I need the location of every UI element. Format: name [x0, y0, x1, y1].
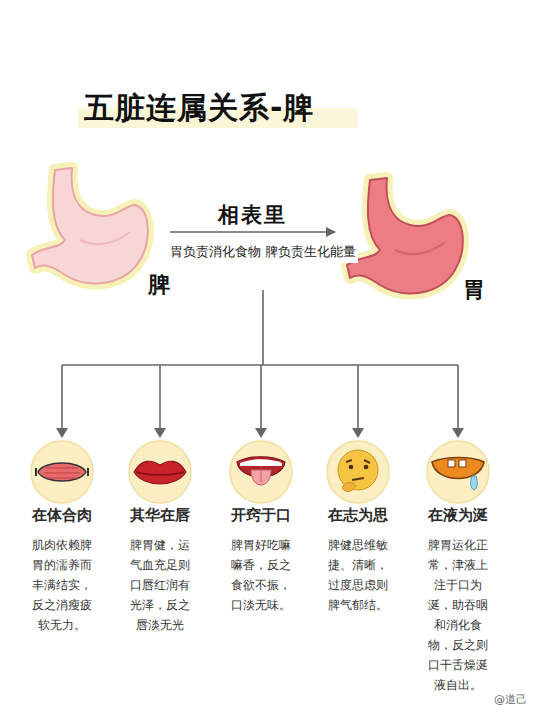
organ-label: 脾: [148, 270, 170, 300]
drool-mouth-icon: [471, 476, 478, 490]
spleen-figure: [80, 232, 130, 244]
branch-heads: [452, 428, 464, 438]
branch-tree: [61, 365, 63, 430]
card-heading: 在体合肉: [24, 506, 100, 525]
thinking-face-icon: [346, 460, 370, 463]
tongue-icon: [251, 470, 271, 485]
thinking-face-icon: [349, 465, 354, 470]
muscle-icon: [44, 468, 80, 478]
lips-icon: [134, 461, 186, 484]
stomach-figure: [347, 178, 463, 293]
watermark: @道己: [494, 692, 527, 707]
branch-tree: [159, 365, 161, 430]
branch-heads: [56, 428, 68, 438]
attribute-card: 开窍于口脾胃好吃嘛嘛香，反之食欲不振，口淡无味。: [217, 440, 305, 619]
branch-tree: [262, 290, 264, 365]
attribute-card: 其华在唇脾胃健，运气血充足则口唇红润有光泽，反之唇淡无光: [116, 440, 204, 639]
icon-circles: [427, 441, 489, 503]
icon-circles: [31, 441, 489, 503]
card-heading: 开窍于口: [223, 506, 299, 525]
organ-node: 胃: [335, 165, 485, 305]
icon-circles: [327, 441, 389, 503]
connector-arrow: [170, 231, 335, 233]
lips-icon: [134, 461, 186, 484]
card-heading: 其华在唇: [122, 506, 198, 525]
card-body: 脾胃运化正常，津液上注于口为涎，助吞咽和消化食物，反之则口干舌燥涎液自出。: [420, 535, 496, 695]
card-heading: 在志为思: [320, 506, 396, 525]
drool-mouth-icon: [432, 458, 484, 491]
spleen-figure: [32, 168, 148, 283]
tongue-icon: [240, 459, 282, 466]
drool-mouth-icon: [448, 460, 455, 467]
muscle-icon: [36, 468, 88, 476]
thinking-face-icon: [342, 483, 356, 492]
card-body: 脾胃好吃嘛嘛香，反之食欲不振，口淡无味。: [223, 535, 299, 615]
branch-heads: [56, 428, 464, 438]
stomach-figure: [347, 178, 463, 293]
attribute-card: 在液为涎脾胃运化正常，津液上注于口为涎，助吞咽和消化食物，反之则口干舌燥涎液自出…: [414, 440, 502, 699]
description-note: 胃负责消化食物 脾负责生化能量: [168, 240, 358, 263]
branch-heads: [352, 428, 364, 438]
muscle-icon: [38, 463, 86, 481]
edge-label: 相表里: [214, 201, 291, 229]
branch-heads: [255, 428, 267, 438]
branch-heads: [154, 428, 166, 438]
attribute-card: 在体合肉肌肉依赖脾胃的濡养而丰满结实，反之消瘦疲软无力。: [18, 440, 106, 639]
stomach-figure: [395, 242, 445, 254]
thinking-face-icon: [338, 450, 378, 492]
tongue-icon: [261, 471, 262, 482]
card-body: 肌肉依赖脾胃的濡养而丰满结实，反之消瘦疲软无力。: [24, 535, 100, 635]
card-heading: 在液为涎: [420, 506, 496, 525]
thinking-face-icon: [338, 450, 378, 490]
icon-circles: [31, 441, 93, 503]
branch-tree: [457, 365, 459, 430]
thinking-face-icon: [352, 478, 364, 480]
branch-tree: [62, 364, 458, 366]
attribute-card: 在志为思脾健思维敏捷、清晰，过度思虑则脾气郁结。: [314, 440, 402, 619]
branch-tree: [62, 290, 458, 430]
card-body: 脾胃健，运气血充足则口唇红润有光泽，反之唇淡无光: [122, 535, 198, 635]
organ-label: 胃: [463, 275, 485, 305]
card-body: 脾健思维敏捷、清晰，过度思虑则脾气郁结。: [320, 535, 396, 615]
thinking-face-icon: [364, 465, 369, 470]
stomach-figure: [347, 178, 463, 293]
icon-circles: [230, 441, 292, 503]
diagram-title: 五脏连属关系-脾: [84, 88, 314, 129]
branch-tree: [357, 365, 359, 430]
icon-circles: [129, 441, 191, 503]
spleen-figure: [32, 168, 148, 283]
tongue-icon: [237, 457, 285, 485]
spleen-figure: [32, 168, 148, 283]
muscle-icon: [36, 463, 88, 481]
lips-icon: [136, 472, 184, 475]
drool-mouth-icon: [432, 458, 484, 479]
branch-tree: [260, 365, 262, 430]
organ-node: 脾: [20, 160, 170, 300]
drool-mouth-icon: [459, 460, 466, 467]
